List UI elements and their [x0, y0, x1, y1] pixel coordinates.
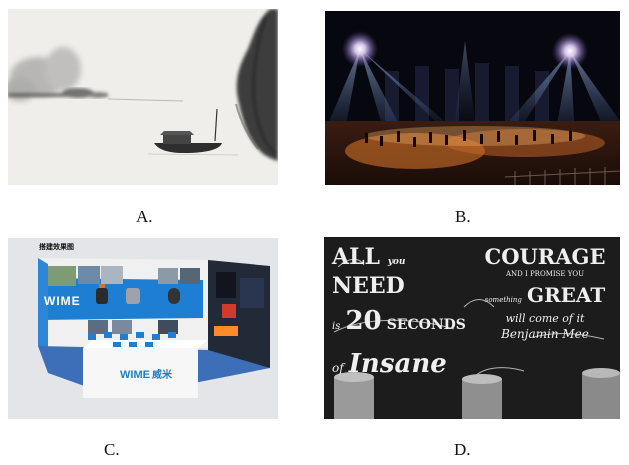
chalk-something: something	[484, 296, 522, 304]
chalk-line-2: is 20 SECONDS	[332, 308, 472, 340]
chalk-text-block-left: ALL you NEED is 20 SECONDS of Insane	[332, 245, 472, 382]
chalk-all: ALL	[332, 244, 381, 270]
chalk-line-3: of Insane	[332, 350, 472, 382]
chalk-of: of	[332, 361, 344, 375]
option-label-a: A.	[136, 207, 153, 226]
chalk-insane: Insane	[348, 349, 447, 379]
booth-heading-text: 搭建效果图	[39, 243, 74, 251]
booth-counter-brand-latin: WIME	[120, 369, 150, 381]
booth-brand-wall: WIME	[44, 294, 81, 308]
chalk-20: 20	[345, 306, 382, 336]
option-label-c: C.	[104, 440, 120, 459]
stage-performance-image	[325, 11, 620, 185]
chalk-need: NEED	[332, 273, 405, 299]
chalk-courage: COURAGE	[484, 244, 606, 269]
booth-counter-brand-cjk: 威米	[151, 370, 172, 381]
chalk-seconds: SECONDS	[386, 317, 466, 333]
option-a: A.	[8, 9, 278, 226]
chalk-promise: AND I PROMISE YOU	[505, 270, 585, 278]
option-label-b: B.	[455, 207, 471, 226]
chalk-is: is	[332, 321, 341, 332]
chalk-you: you	[387, 257, 406, 267]
chalk-will-come: will come of it	[505, 312, 585, 325]
option-d: ALL you NEED is 20 SECONDS of Insane COU…	[324, 237, 620, 459]
option-label-d: D.	[454, 440, 471, 459]
chalkboard-image: ALL you NEED is 20 SECONDS of Insane COU…	[324, 237, 620, 419]
chalk-line-6: something GREAT	[474, 283, 616, 312]
chalk-text-block-right: COURAGE AND I PROMISE YOU something GREA…	[474, 245, 616, 342]
chalk-great: GREAT	[526, 283, 606, 307]
ink-landscape-image	[8, 9, 278, 185]
chalk-line-1: ALL you NEED	[332, 245, 472, 298]
chalk-author: Benjamin Mee	[501, 327, 589, 341]
boat-shape	[147, 108, 239, 156]
option-b: B.	[325, 11, 620, 226]
